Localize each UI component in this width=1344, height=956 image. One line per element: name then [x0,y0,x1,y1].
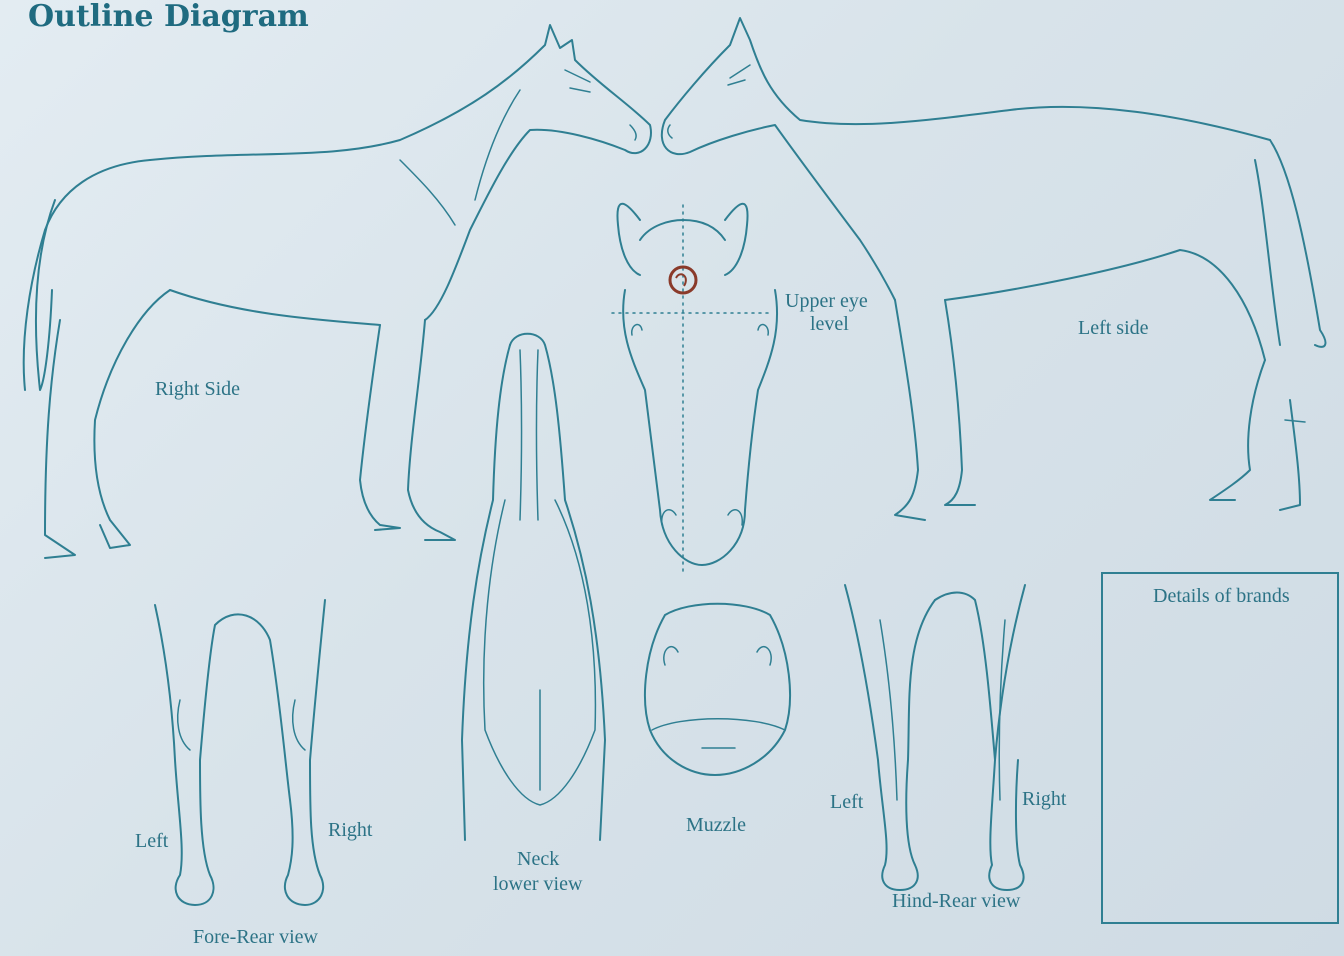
muzzle-label: Muzzle [686,814,746,836]
hind-rear-view-label: Hind-Rear view [892,890,1021,912]
left-side-label: Left side [1078,317,1149,339]
fore-rear-view [155,600,325,905]
fore-right-label: Right [328,819,373,841]
diagram-title: Outline Diagram [28,0,309,34]
upper-eye-label-line2: level [810,313,849,335]
neck-label-line1: Neck [517,848,559,870]
head-front-view [612,204,777,575]
right-side-label: Right Side [155,378,240,400]
hind-rear-view [845,585,1025,890]
fore-rear-view-label: Fore-Rear view [193,926,319,948]
neck-label-line2: lower view [493,873,583,895]
hind-right-label: Right [1022,788,1067,810]
neck-lower-view [462,334,605,840]
hind-left-label: Left [830,791,864,813]
upper-eye-label-line1: Upper eye [785,290,868,312]
horse-right-side-view [24,25,651,558]
fore-left-label: Left [135,830,169,852]
horse-left-side-view [662,18,1326,520]
brands-box-label: Details of brands [1153,585,1290,607]
muzzle-view [645,604,790,775]
brands-box[interactable] [1102,573,1338,923]
